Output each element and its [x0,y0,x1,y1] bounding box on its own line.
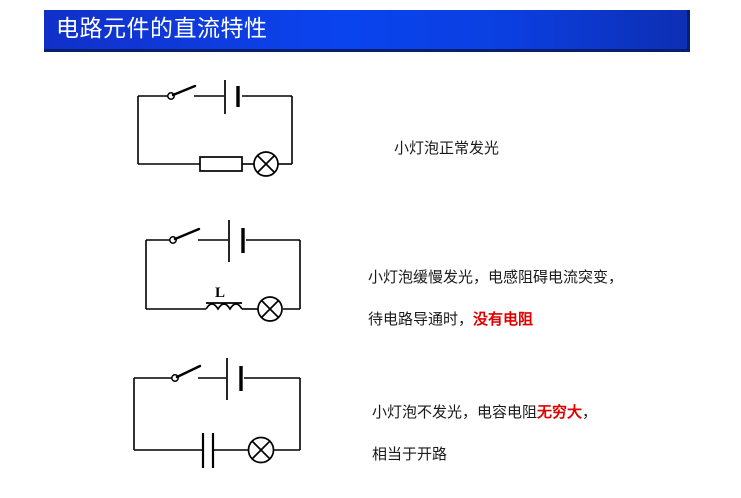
switch-symbol [169,227,201,244]
caption-segment: 小灯泡正常发光 [394,139,500,157]
switch-symbol [167,84,197,100]
inductor-symbol [205,302,243,311]
battery-symbol [224,80,240,114]
caption-line: 待电路导通时，没有电阻 [368,309,708,330]
slide-title-bar: 电路元件的直流特性 [44,10,690,52]
page-title: 电路元件的直流特性 [56,15,268,42]
switch-symbol [171,364,202,382]
caption-segment: ， [582,403,598,421]
caption-resistive: 小灯泡正常发光 [394,117,694,180]
lamp-symbol [257,296,283,322]
caption-segment: 小灯泡缓慢发光，电感阻碍电流突变， [368,268,624,286]
caption-segment: 相当于开路 [372,445,448,463]
caption-inductive: 小灯泡缓慢发光，电感阻碍电流突变， 待电路导通时，没有电阻 [368,246,708,351]
circuit-diagram-capacitive [128,356,333,471]
circuit-diagram-inductive: L [140,218,340,328]
battery-symbol [226,358,243,400]
caption-line: 相当于开路 [372,444,692,465]
caption-segment: 小灯泡不发光，电容电阻 [372,403,538,421]
inductor-label: L [215,285,225,301]
resistor-symbol [199,156,243,172]
caption-line: 小灯泡正常发光 [394,138,694,159]
lamp-symbol [247,436,275,464]
caption-capacitive: 小灯泡不发光，电容电阻无穷大， 相当于开路 [372,381,692,486]
circuit-diagram-resistive [132,78,332,188]
capacitor-symbol [201,433,215,468]
caption-line: 小灯泡不发光，电容电阻无穷大， [372,402,692,423]
caption-line: 小灯泡缓慢发光，电感阻碍电流突变， [368,267,708,288]
lamp-symbol [253,151,279,177]
caption-segment: 待电路导通时， [368,310,474,328]
caption-highlight: 无穷大 [537,403,583,421]
caption-highlight: 没有电阻 [473,310,534,328]
battery-symbol [228,220,245,262]
